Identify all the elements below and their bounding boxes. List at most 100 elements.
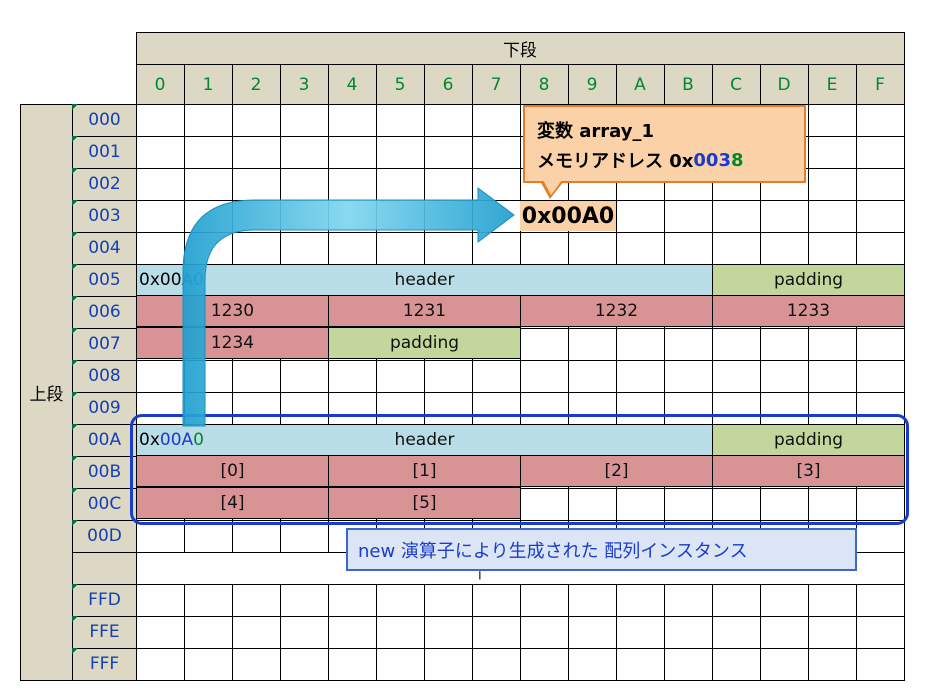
- array-element-4-label: [4]: [220, 493, 245, 513]
- row-label: 003: [88, 206, 121, 226]
- block1-padding-2: padding: [328, 327, 521, 359]
- callout-line-1: 変数 array_1: [537, 115, 792, 145]
- row-header-cell: [72, 136, 137, 169]
- memory-cell: [184, 520, 233, 553]
- memory-cell: [472, 584, 521, 617]
- memory-cell: [184, 136, 233, 169]
- row-marker: [72, 232, 78, 238]
- memory-cell: [184, 360, 233, 393]
- memory-cell: [232, 648, 281, 681]
- memory-cell: [472, 168, 521, 201]
- array-element-5: [5]: [328, 487, 521, 519]
- col-label: 9: [586, 74, 598, 95]
- memory-cell: [808, 584, 857, 617]
- block1-padding-label: padding: [773, 270, 844, 290]
- block2-padding: padding: [712, 424, 905, 456]
- array-element-4: [4]: [136, 487, 329, 519]
- memory-cell: [712, 232, 761, 265]
- block2-address-blue: 00A: [159, 430, 194, 450]
- memory-cell: [136, 168, 185, 201]
- memory-cell: [664, 648, 713, 681]
- row-marker: [72, 456, 78, 462]
- row-label: 00A: [87, 430, 122, 450]
- memory-cell: [712, 616, 761, 649]
- col-label: E: [826, 74, 838, 95]
- memory-cell: [328, 360, 377, 393]
- top-label: 下段: [503, 41, 537, 61]
- memory-cell: [616, 360, 665, 393]
- memory-cell: [280, 584, 329, 617]
- block2-address-green: 0: [193, 430, 204, 450]
- memory-cell: [568, 584, 617, 617]
- block1-value-2-label: 1232: [594, 301, 639, 321]
- col-label: 7: [490, 74, 502, 95]
- col-header-cell: [760, 64, 809, 105]
- array-element-0-label: [0]: [220, 461, 245, 481]
- col-label: D: [777, 74, 791, 95]
- row-label: 007: [88, 334, 121, 354]
- memory-cell: [136, 232, 185, 265]
- row-label: 006: [88, 302, 121, 322]
- memory-cell: [520, 360, 569, 393]
- memory-cell: [328, 200, 377, 233]
- memory-cell: [424, 104, 473, 137]
- memory-cell: [376, 136, 425, 169]
- col-label: 6: [442, 74, 454, 95]
- memory-cell: [472, 360, 521, 393]
- block2-address-prefix: 0x: [139, 430, 160, 450]
- row-label: FFF: [89, 654, 120, 674]
- memory-cell: [664, 616, 713, 649]
- block1-value-1-label: 1231: [402, 301, 447, 321]
- memory-cell: [472, 616, 521, 649]
- array-instance-frame: [130, 414, 909, 525]
- memory-cell: [616, 616, 665, 649]
- memory-cell: [328, 168, 377, 201]
- row-label: 008: [88, 366, 121, 386]
- memory-cell: [136, 104, 185, 137]
- callout-address-blue: 003: [693, 149, 731, 171]
- row-header-cell: [72, 360, 137, 393]
- memory-cell: [136, 136, 185, 169]
- memory-cell: [712, 584, 761, 617]
- memory-cell: [808, 232, 857, 265]
- memory-cell: [424, 360, 473, 393]
- memory-cell: [568, 328, 617, 361]
- memory-cell: [712, 648, 761, 681]
- memory-cell: [760, 200, 809, 233]
- memory-cell: [328, 584, 377, 617]
- memory-cell: [328, 104, 377, 137]
- array-element-2: [2]: [520, 455, 713, 487]
- col-header-cell: [664, 64, 713, 105]
- memory-cell: [808, 328, 857, 361]
- memory-cell: [520, 584, 569, 617]
- memory-cell: [808, 136, 857, 169]
- memory-cell: [328, 616, 377, 649]
- row-marker: [72, 360, 78, 366]
- memory-cell: [184, 200, 233, 233]
- memory-cell: [472, 136, 521, 169]
- memory-cell: [184, 104, 233, 137]
- row-marker: [72, 328, 78, 334]
- memory-cell: [568, 616, 617, 649]
- memory-cell: [808, 104, 857, 137]
- memory-cell: [808, 392, 857, 425]
- memory-cell: [136, 648, 185, 681]
- memory-cell: [808, 200, 857, 233]
- side-header: [20, 104, 73, 681]
- row-marker: [72, 648, 78, 654]
- memory-cell: [760, 488, 809, 521]
- block1-value-4-label: 1234: [210, 333, 255, 353]
- memory-cell: [472, 104, 521, 137]
- memory-cell: [232, 616, 281, 649]
- row-label: 001: [88, 142, 121, 162]
- memory-cell: [280, 232, 329, 265]
- memory-cell: [664, 360, 713, 393]
- memory-cell: [856, 104, 905, 137]
- memory-cell: [376, 648, 425, 681]
- memory-cell: [856, 584, 905, 617]
- callout-address-green: 8: [730, 149, 744, 171]
- memory-cell: [280, 104, 329, 137]
- col-label: 5: [394, 74, 406, 95]
- memory-cell: [808, 616, 857, 649]
